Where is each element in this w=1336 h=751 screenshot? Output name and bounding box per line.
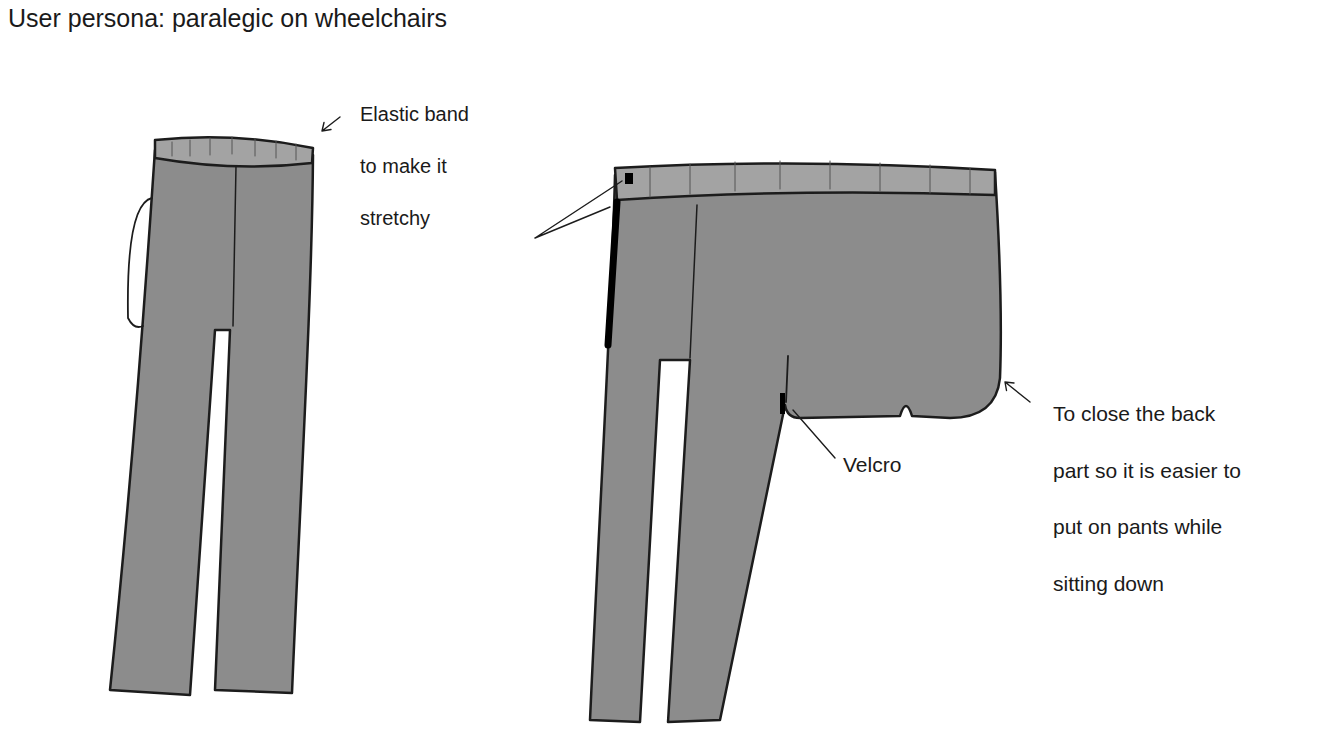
velcro-side-strip xyxy=(608,202,617,345)
crease-line xyxy=(233,166,236,326)
pants-body xyxy=(110,150,313,695)
side-pocket xyxy=(128,198,152,327)
elastic-waistband xyxy=(155,137,313,166)
velcro-strips xyxy=(608,173,785,414)
callout-note: To close the back part so it is easier t… xyxy=(1053,386,1253,613)
title: User persona: paralegic on wheelchairs xyxy=(8,4,447,33)
elastic-arrow xyxy=(322,117,340,131)
front-pants xyxy=(110,137,313,695)
crease-line xyxy=(690,205,697,358)
back-slit xyxy=(786,356,788,402)
callout-note: Elastic band to make it stretchy xyxy=(360,88,482,244)
open-pants xyxy=(590,161,1001,722)
callout-label: Velcro xyxy=(843,452,963,477)
elastic-waistband xyxy=(615,163,995,200)
pants-body-with-back-flap xyxy=(590,172,1001,722)
gather-marks xyxy=(650,161,970,197)
velcro-leaders xyxy=(535,181,622,238)
velcro-tab xyxy=(625,173,633,184)
velcro-leader xyxy=(793,410,835,458)
back-flap-arrow xyxy=(1005,382,1030,402)
gather-marks xyxy=(172,137,296,160)
velcro-back-strip xyxy=(780,393,785,414)
